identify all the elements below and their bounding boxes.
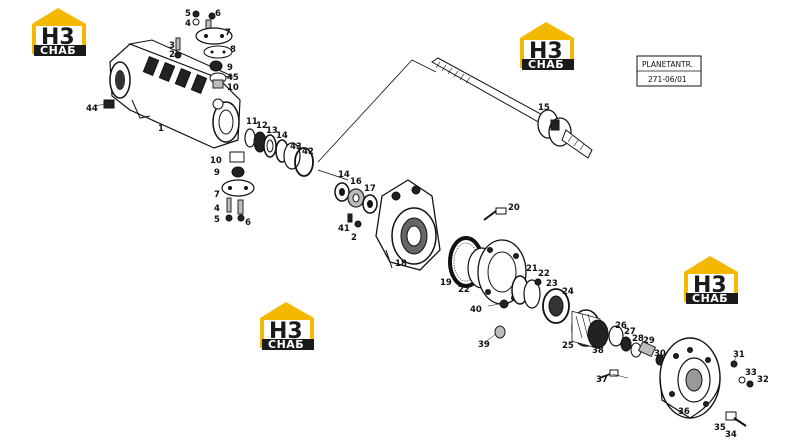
logo-sub-text: СНАБ (692, 292, 728, 305)
brand-logo-2: H3 СНАБ (520, 22, 574, 71)
part-label-4: 4 (185, 19, 191, 29)
small-fasteners-41-2 (347, 213, 362, 228)
brand-logo-4: H3 СНАБ (260, 302, 314, 351)
brand-logo-1: H3 СНАБ (32, 8, 86, 57)
part-label-27: 27 (624, 327, 636, 337)
plug-44 (95, 99, 115, 109)
washer-group-26-30 (608, 325, 665, 366)
part-label-12: 12 (256, 121, 268, 131)
part-label-15: 15 (538, 103, 550, 113)
bolt-20 (483, 207, 507, 221)
steering-knuckle (375, 179, 441, 271)
part-label-25: 25 (562, 341, 574, 351)
part-label-30: 30 (654, 349, 666, 359)
part-leader-lines (483, 333, 737, 379)
part-label-37: 37 (596, 375, 608, 385)
part-label-21: 21 (526, 264, 538, 274)
bearing-24 (542, 288, 570, 324)
part-label-26: 26 (615, 321, 627, 331)
part-label-2-lower: 2 (351, 233, 357, 243)
logo-sub-text: СНАБ (40, 44, 76, 57)
drawing-stamp: PLANETANTR. 271-06/01 (636, 55, 702, 87)
roller-bearing-25 (571, 309, 609, 350)
part-label-22-left: 22 (458, 285, 470, 295)
part-label-6-lower: 6 (245, 218, 251, 228)
part-label-10: 10 (227, 83, 239, 93)
hub-fasteners-31-35 (725, 360, 754, 427)
part-label-10-lower: 10 (210, 156, 222, 166)
part-label-38: 38 (592, 346, 604, 356)
part-label-40: 40 (470, 305, 482, 315)
part-label-16: 16 (350, 177, 362, 187)
stamp-line-2: 271-06/01 (648, 75, 687, 84)
part-label-6: 6 (215, 9, 221, 19)
part-label-1: 1 (158, 124, 164, 134)
part-label-14-lower: 14 (338, 170, 350, 180)
part-label-43: 43 (290, 142, 302, 152)
part-label-9: 9 (227, 63, 233, 73)
part-label-28: 28 (632, 334, 644, 344)
part-label-32: 32 (757, 375, 769, 385)
part-label-31: 31 (733, 350, 745, 360)
logo-sub-text: СНАБ (528, 58, 564, 71)
part-label-22-right: 22 (538, 269, 550, 279)
part-label-14-upper: 14 (276, 131, 288, 141)
part-label-33: 33 (745, 368, 757, 378)
lower-kingpin-group (221, 151, 255, 222)
part-label-9-lower: 9 (214, 168, 220, 178)
hub-carrier (477, 239, 542, 309)
part-label-24: 24 (562, 287, 574, 297)
part-label-5-lower: 5 (214, 215, 220, 225)
misc-small-parts (487, 299, 619, 379)
part-label-29: 29 (643, 336, 655, 346)
axle-housing (109, 39, 241, 149)
brand-logo-3: H3 СНАБ (684, 256, 738, 305)
part-label-42: 42 (302, 147, 314, 157)
part-label-4-lower: 4 (214, 204, 220, 214)
part-number-labels: 1 2 3 4 5 6 7 8 9 45 10 44 11 12 13 14 4… (86, 9, 769, 440)
part-label-11: 11 (246, 117, 258, 127)
part-label-34: 34 (725, 430, 737, 440)
steering-bearing-group (334, 182, 378, 214)
logo-sub-text: СНАБ (268, 338, 304, 351)
part-label-7-lower: 7 (214, 190, 220, 200)
part-label-8: 8 (230, 45, 236, 55)
part-label-23: 23 (546, 279, 558, 289)
part-label-20: 20 (508, 203, 520, 213)
part-label-44: 44 (86, 104, 98, 114)
part-label-39: 39 (478, 340, 490, 350)
drive-shaft (431, 57, 593, 159)
part-label-17: 17 (364, 184, 376, 194)
part-label-19: 19 (440, 278, 452, 288)
upper-kingpin-group (174, 10, 233, 89)
part-label-45: 45 (227, 73, 239, 83)
part-label-35: 35 (714, 423, 726, 433)
part-label-18: 18 (395, 259, 407, 269)
assembly-leader-lines (317, 59, 437, 181)
part-label-3: 3 (169, 41, 175, 51)
seal-stack (244, 128, 314, 177)
part-label-7: 7 (225, 28, 231, 38)
part-label-13: 13 (266, 126, 278, 136)
part-label-41: 41 (338, 224, 350, 234)
part-label-5: 5 (185, 9, 191, 19)
part-label-2: 2 (169, 50, 175, 60)
part-label-36: 36 (678, 407, 690, 417)
wheel-hub-36 (659, 337, 721, 419)
stamp-line-1: PLANETANTR. (642, 60, 693, 69)
